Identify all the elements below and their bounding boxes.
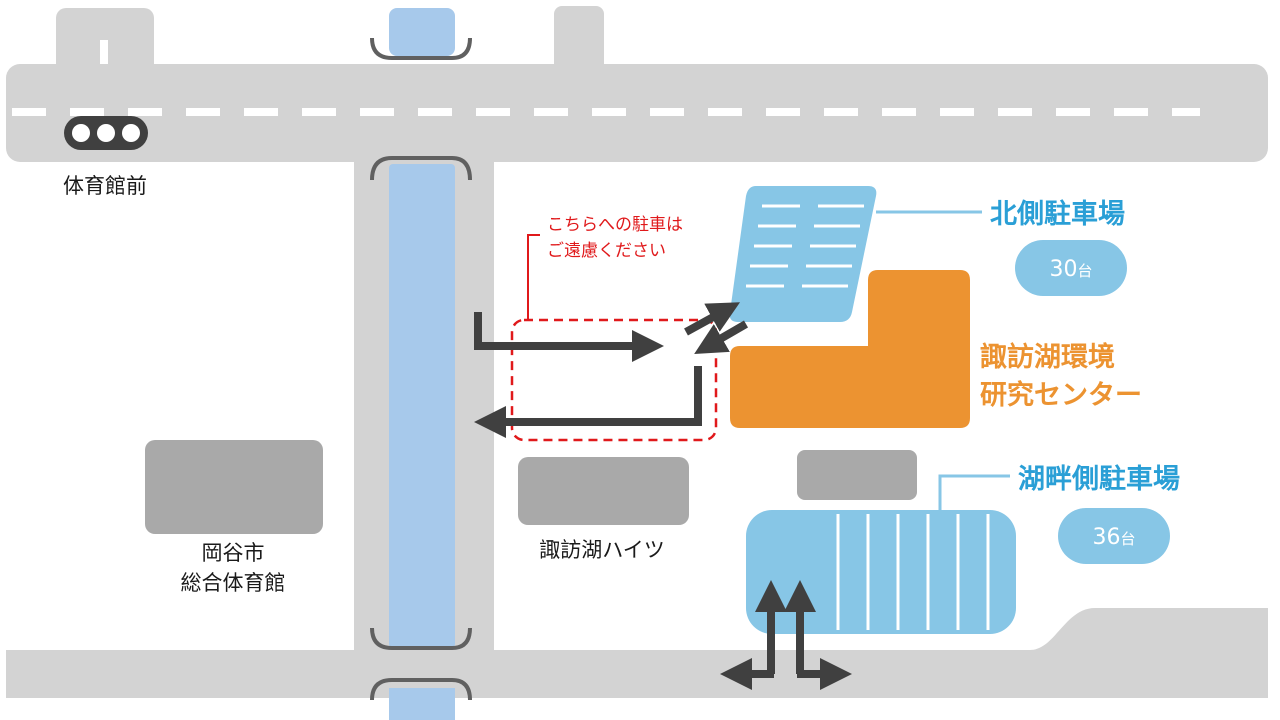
lakeside-parking-stripes <box>836 514 990 630</box>
river <box>370 8 472 720</box>
warning-callout-line <box>527 234 540 320</box>
traffic-light-icon <box>64 116 148 150</box>
research-center-building <box>730 270 970 428</box>
arrow-icon <box>684 302 741 336</box>
lakeside-parking-lot <box>746 510 1016 634</box>
road-top-spur-right <box>554 6 604 78</box>
research-center-label-line1: 諏訪湖環境 <box>980 341 1115 373</box>
warning-text-line2: ご遠慮ください <box>547 241 666 261</box>
arrow-icon <box>474 366 702 438</box>
no-parking-zone <box>510 318 718 442</box>
bridge-rail <box>370 37 472 60</box>
traffic-light-label: 体育館前 <box>63 174 147 198</box>
arrow-icon <box>694 320 749 355</box>
bridge-rail <box>370 678 472 701</box>
lane-marking-stub <box>100 40 108 64</box>
north-parking-stripes <box>746 204 864 288</box>
count-unit: 台 <box>1120 530 1135 548</box>
arrow-icon <box>474 312 664 362</box>
count-unit: 台 <box>1077 262 1092 280</box>
river-upper <box>389 8 455 56</box>
river-middle <box>389 164 455 648</box>
north-lot-capacity-badge: 30台 <box>1015 240 1127 296</box>
bridge-rail <box>370 627 472 650</box>
heights-building <box>518 457 689 525</box>
main-road <box>6 64 1268 162</box>
svg-text:30台: 30台 <box>1049 257 1092 282</box>
bottom-road <box>6 608 1268 698</box>
route-arrows <box>474 302 852 690</box>
river-lower <box>389 688 455 720</box>
svg-text:36台: 36台 <box>1092 525 1135 550</box>
research-center-label-line2: 研究センター <box>980 379 1142 411</box>
north-lot-label: 北側駐車場 <box>990 199 1125 230</box>
lakeside-lot-capacity: 36 <box>1092 525 1120 550</box>
lakeside-lot-capacity-badge: 36台 <box>1058 508 1170 564</box>
gym-label-line1: 岡谷市 <box>202 541 265 565</box>
lakeside-lot-label: 湖畔側駐車場 <box>1018 464 1180 495</box>
lakeside-lot-leader <box>938 474 1010 512</box>
gym-building <box>145 440 323 534</box>
north-parking-lot <box>729 186 877 322</box>
small-building <box>797 450 917 500</box>
north-lot-capacity: 30 <box>1049 257 1077 282</box>
warning-text-line1: こちらへの駐車は <box>547 215 683 235</box>
heights-label: 諏訪湖ハイツ <box>539 538 665 562</box>
gym-label-line2: 総合体育館 <box>181 571 286 595</box>
bridge-rail <box>370 156 472 181</box>
